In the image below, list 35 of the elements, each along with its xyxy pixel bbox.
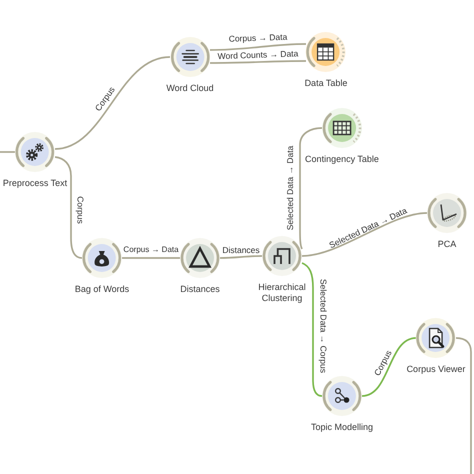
widget-node [180,238,220,295]
widget-node [2,132,68,189]
widget-node [305,108,379,165]
connector [220,255,262,259]
node-label: Corpus Viewer [406,364,466,375]
edge-label: Corpus → Data [228,32,288,44]
connector [456,337,472,474]
edge-label: Corpus → Data [123,246,179,254]
connector [122,257,180,259]
node-label: PCA [438,239,456,250]
widget-node [406,318,466,375]
widget-node [166,37,214,94]
connector [0,151,15,153]
node-label: Hierarchical Clustering [257,282,307,304]
node-label: Bag of Words [74,284,130,295]
node-label: Topic Modelling [310,422,374,433]
node-label: Distances [180,284,220,295]
node-label: Preprocess Text [2,178,68,189]
connector [299,127,322,250]
widget-node [427,193,467,250]
edge-label: Distances [222,246,260,254]
node-label: Contingency Table [305,154,379,165]
connector [362,337,416,397]
connector [210,43,306,51]
edge-label: Selected Data → Corpus [318,278,328,374]
edge-label: Selected Data → Data [286,146,294,230]
node-label: Word Cloud [166,83,214,94]
widget-node [304,32,348,89]
connector [302,212,428,257]
edge-label: Corpus [76,196,84,224]
connector [210,60,306,64]
widget-node [310,376,374,433]
edge-label: Word Counts → Data [218,49,298,61]
node-label: Data Table [304,78,348,89]
connector [54,56,170,150]
